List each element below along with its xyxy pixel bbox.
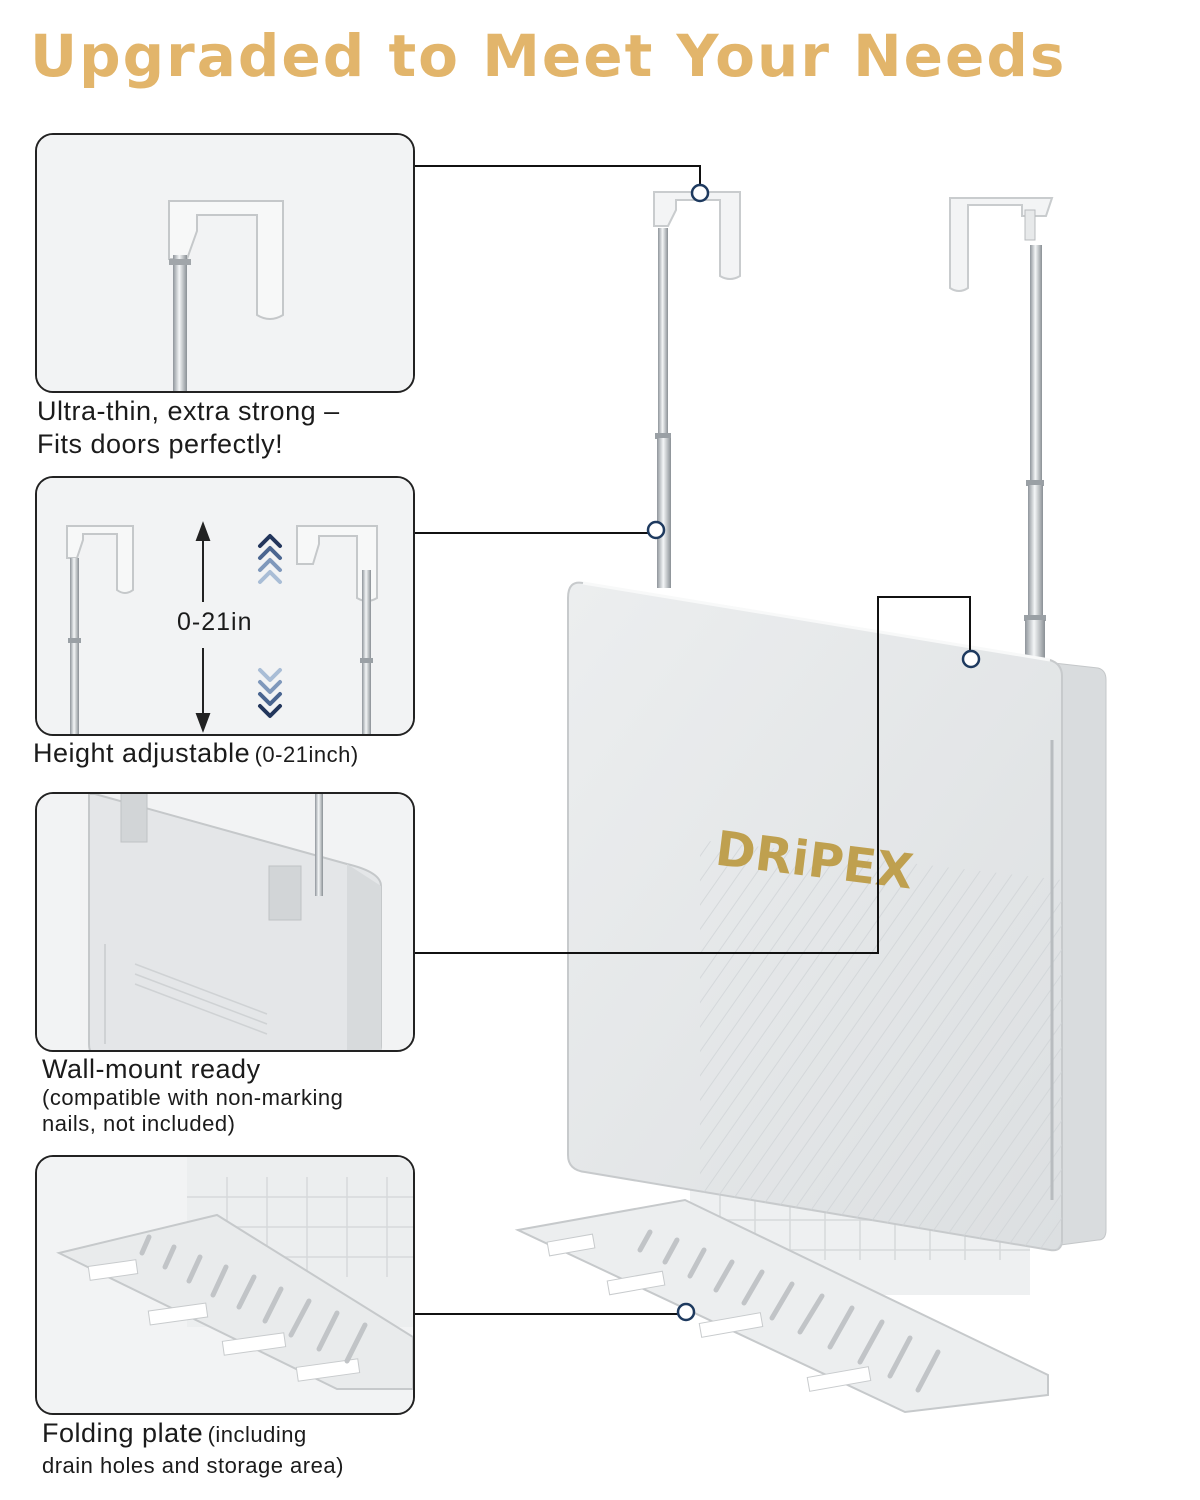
left-telescopic-rod: [655, 228, 671, 588]
right-hook: [949, 197, 1054, 292]
hook-closeup: [37, 135, 413, 391]
dispenser-box: DRiPEX: [567, 581, 1107, 1252]
wall-mount-detail-panel: [35, 792, 415, 1052]
plate-caption-main: Folding plate: [42, 1418, 204, 1448]
hook-caption-line1: Ultra-thin, extra strong –: [37, 396, 340, 426]
plate-caption-line2: drain holes and storage area): [42, 1453, 344, 1478]
wall-mount-closeup: [37, 794, 413, 1050]
left-hook: [653, 191, 741, 280]
up-chevrons-icon: [258, 534, 282, 584]
wall-caption-line3: nails, not included): [42, 1111, 236, 1136]
callout-dots: [646, 183, 981, 1322]
wall-caption: Wall-mount ready (compatible with non-ma…: [42, 1054, 343, 1137]
plate-caption-note: (including: [207, 1422, 307, 1447]
hook-caption: Ultra-thin, extra strong – Fits doors pe…: [37, 396, 340, 460]
right-telescopic-rod: [1024, 245, 1046, 658]
hook-detail-panel: [35, 133, 415, 393]
height-range-label: 0-21in: [177, 608, 253, 636]
down-chevrons-icon: [258, 668, 282, 718]
height-illustration: [37, 478, 413, 734]
plate-caption: Folding plate (including drain holes and…: [42, 1418, 344, 1479]
page-title: Upgraded to Meet Your Needs: [30, 22, 1067, 90]
plate-detail-panel: [35, 1155, 415, 1415]
wall-caption-line2: (compatible with non-marking: [42, 1085, 344, 1110]
hook-caption-line2: Fits doors perfectly!: [37, 429, 284, 459]
folding-plate: [514, 1198, 1049, 1414]
wall-caption-main: Wall-mount ready: [42, 1054, 261, 1084]
height-arrow: [195, 521, 211, 733]
callout-lines: [413, 165, 971, 1315]
plate-closeup: [37, 1157, 413, 1413]
height-caption-note: (0-21inch): [254, 742, 359, 767]
height-caption-main: Height adjustable: [33, 738, 251, 768]
height-detail-panel: 0-21in: [35, 476, 415, 736]
height-caption: Height adjustable (0-21inch): [33, 738, 359, 769]
